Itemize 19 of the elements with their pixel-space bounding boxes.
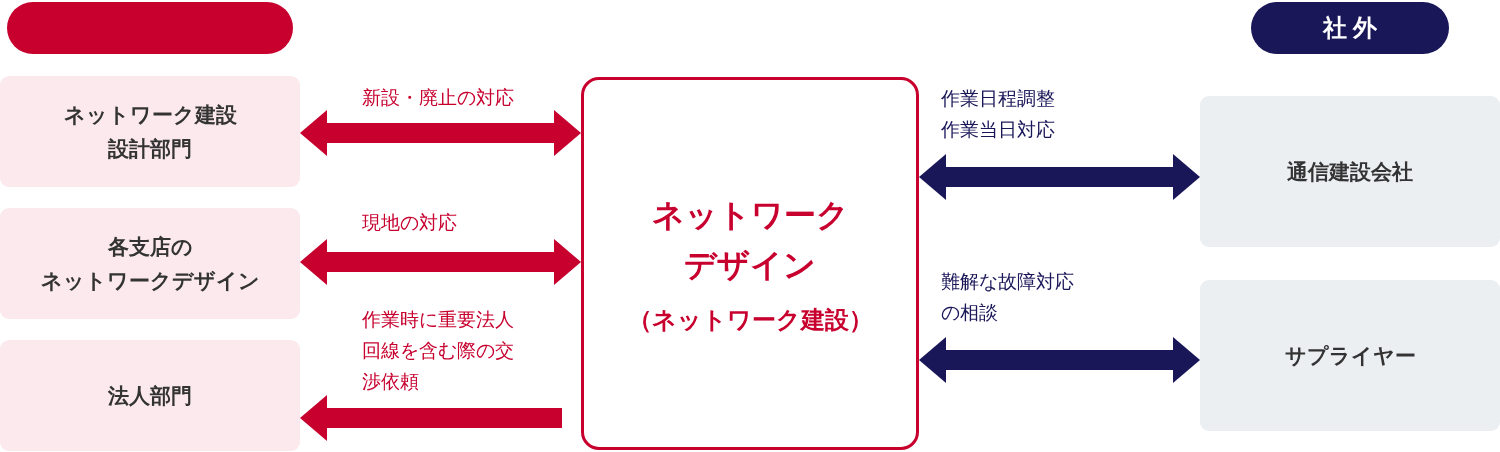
- partner-box: サプライヤー: [1200, 280, 1500, 431]
- edge-label: 作業日程調整作業当日対応: [941, 86, 1055, 142]
- box-title: ネットワークデザイン: [651, 194, 849, 286]
- box-subtitle: （ネットワーク建設）: [627, 304, 873, 336]
- department-box: 各支店のネットワークデザイン: [0, 208, 300, 319]
- edge-label: 難解な故障対応の相談: [941, 269, 1074, 325]
- double-arrow: [300, 110, 581, 156]
- double-arrow: [919, 154, 1200, 200]
- center-box: [581, 77, 919, 450]
- double-arrow: [919, 337, 1200, 383]
- double-arrow: [300, 239, 581, 285]
- header-pill: 社外: [1251, 2, 1449, 54]
- edge-label: 作業時に重要法人回線を含む際の交渉依頼: [362, 307, 514, 394]
- department-box: ネットワーク建設設計部門: [0, 76, 300, 187]
- edge-label: 現地の対応: [362, 210, 457, 235]
- department-box: 法人部門: [0, 340, 300, 451]
- header-pill: [7, 2, 293, 54]
- edge-label: 新設・廃止の対応: [362, 85, 514, 110]
- partner-box: 通信建設会社: [1200, 96, 1500, 247]
